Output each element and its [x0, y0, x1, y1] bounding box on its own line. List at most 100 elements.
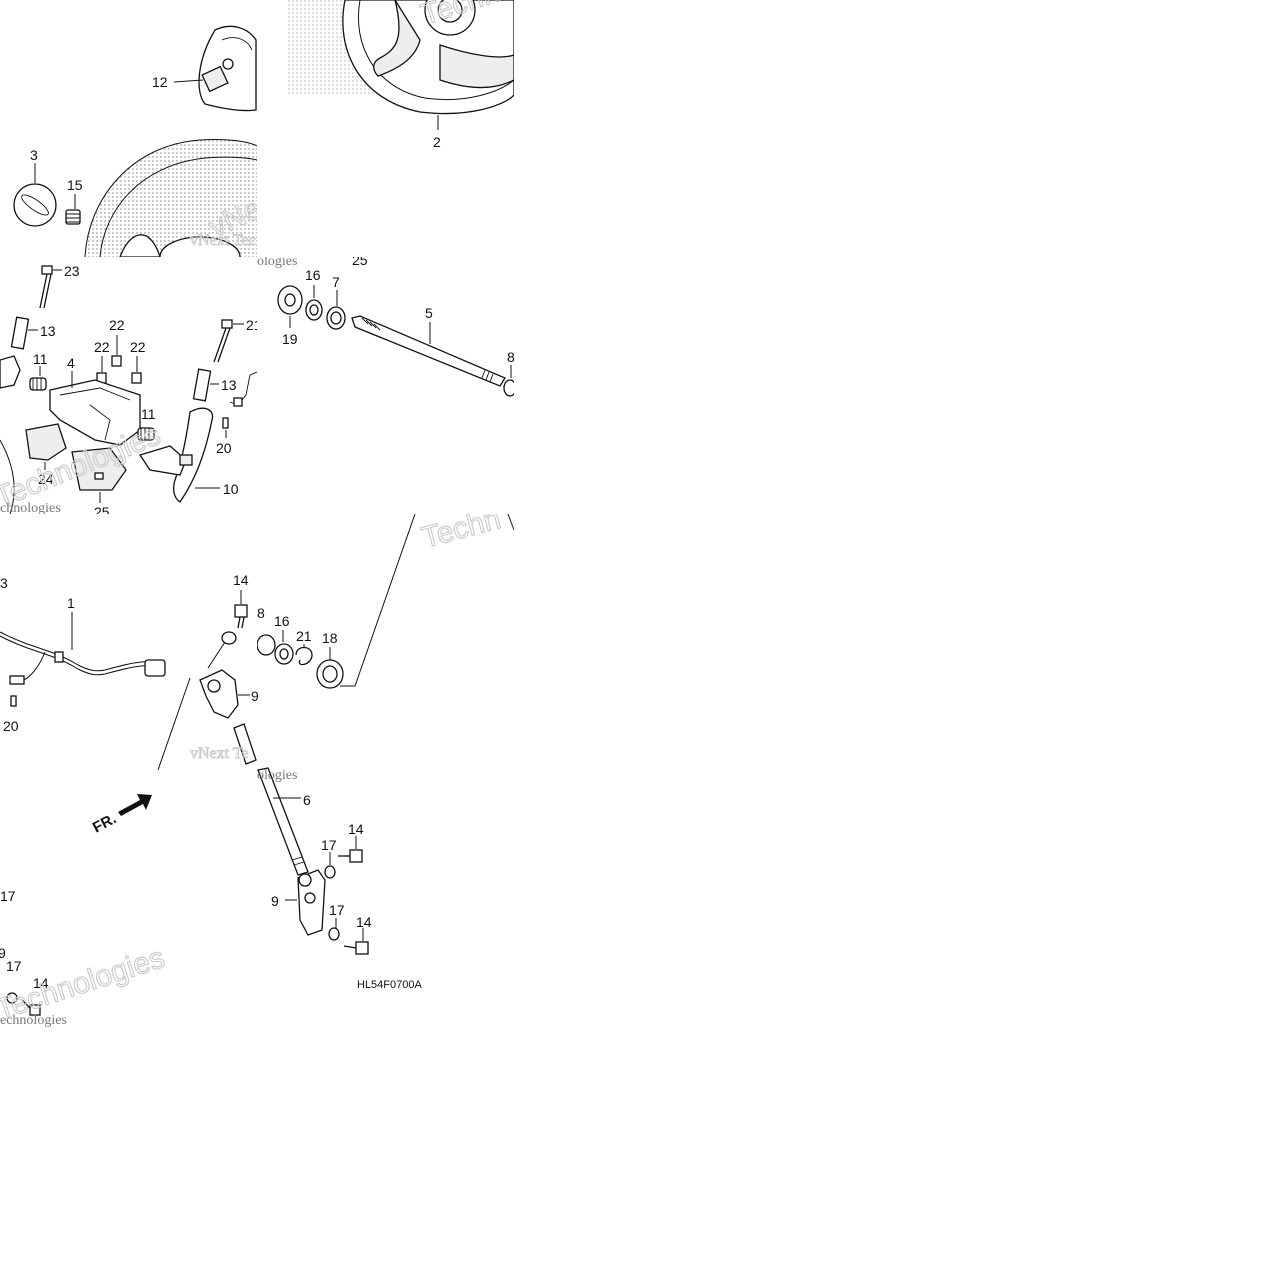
screw-part-20-top	[222, 417, 229, 429]
collar-part-13-left	[10, 316, 30, 350]
callout-7: 7	[332, 274, 340, 290]
callout-12: 12	[152, 74, 168, 90]
callout-20-bottom: 20	[3, 718, 19, 734]
callout-22-left: 22	[94, 339, 110, 355]
callout-22-top: 22	[109, 317, 125, 333]
callout-16-bottom: 16	[274, 613, 290, 629]
callout-10: 10	[223, 481, 239, 497]
universal-joint-part-9-top	[199, 669, 239, 719]
watermark-vnext-tec: vNext Tec	[190, 232, 256, 249]
callout-16-top: 16	[305, 267, 321, 283]
callout-9-left: 9	[0, 945, 6, 961]
watermark-vnext-te: vNext Te	[190, 745, 249, 762]
callout-22-right: 22	[130, 339, 146, 355]
callout-14-right: 14	[348, 821, 364, 837]
callout-15: 15	[67, 177, 83, 193]
callout-4: 4	[67, 355, 75, 371]
spring-part-11-left	[29, 377, 47, 391]
tile-lower-shaft: Techn 8 16 21 18 6 ologies	[257, 502, 514, 991]
lower-shaft-part-6	[257, 767, 309, 876]
bushing-part-8-bottom	[257, 634, 276, 656]
bearing-part-7	[326, 306, 346, 330]
callout-11-right: 11	[141, 406, 156, 422]
watermark-echnologies-bottom: echnologies	[0, 1013, 67, 1028]
wire-harness-part-1	[0, 631, 166, 685]
callout-20-top: 20	[216, 440, 232, 456]
shaft-spline-top	[233, 723, 257, 765]
universal-joint-part-9	[297, 869, 326, 936]
horn-pad-cover-part-12	[198, 25, 257, 112]
tile-column-cover: 23 13 22 22 22 11 4	[0, 263, 262, 520]
bearing-part-18	[316, 659, 344, 689]
bolt-part-14-top	[234, 604, 248, 629]
callout-8-top: 8	[507, 349, 515, 365]
tile-wire-harness: 3 1 20 FR. 17 9 17 14 Technologies ec	[0, 575, 169, 1028]
callout-19: 19	[282, 331, 298, 347]
tile-steering-wheel-right: 2 Techn	[288, 0, 514, 150]
screw-part-20-bottom	[10, 695, 17, 707]
callout-18: 18	[322, 630, 338, 646]
callout-17-upper: 17	[321, 837, 337, 853]
seal-part-16-bottom	[274, 643, 294, 665]
callout-3-top: 3	[30, 147, 38, 163]
callout-24: 24	[38, 471, 54, 487]
upper-joint-assembly: 14 9 vNext Te	[157, 572, 259, 771]
bolt-part-23	[39, 265, 53, 309]
washer-part-17-upper	[324, 865, 336, 879]
direction-label-fr: FR.	[90, 810, 119, 836]
tile-steering-shaft: ologies 25 19 16 7 5 8	[257, 252, 515, 397]
bolt-part-21	[213, 319, 233, 363]
switch-bracket-left	[0, 355, 21, 389]
callout-9-right: 9	[271, 893, 279, 909]
callout-11-left: 11	[33, 351, 48, 367]
trim-cover-part-24	[25, 423, 67, 461]
callout-5: 5	[425, 305, 433, 321]
callout-21-top: 21	[246, 317, 262, 333]
watermark-techn-right: Techn	[418, 502, 504, 555]
nut-part-15	[65, 209, 81, 225]
steering-shaft-part-5	[351, 315, 506, 387]
washer-part-17-lower	[328, 927, 340, 941]
diagram-code: HL54F0700A	[357, 979, 422, 991]
callout-13-right: 13	[221, 377, 237, 393]
column-cover-part-4	[49, 379, 141, 446]
tile-steering-wheel-left: 12 3 15 vNext Tec vNext	[13, 25, 257, 257]
bolts-part-22	[96, 355, 142, 384]
washer-part-19	[277, 285, 303, 315]
callout-8-bottom: 8	[257, 605, 265, 621]
callout-25-top: 25	[352, 252, 368, 268]
circlip-part-21	[295, 646, 313, 666]
bolt-part-14-lower	[343, 941, 369, 955]
callout-14-lower: 14	[356, 914, 372, 930]
callout-1: 1	[67, 595, 75, 611]
callout-6: 6	[303, 792, 311, 808]
callout-14-top: 14	[233, 572, 249, 588]
steering-wheel-part-2	[342, 0, 514, 115]
callout-3-bottom: 3	[0, 575, 8, 591]
callout-17-lower: 17	[329, 902, 345, 918]
callout-23: 23	[64, 263, 80, 279]
washer-part-17-top	[221, 631, 237, 645]
collar-part-13-right	[192, 368, 212, 402]
emblem-part-3	[13, 183, 57, 227]
watermark-ologies-mid: ologies	[257, 254, 297, 269]
bolt-parts-lower-left	[6, 992, 41, 1016]
callout-17-left: 17	[0, 888, 16, 904]
callout-25-bottom: 25	[94, 504, 110, 520]
callout-2: 2	[433, 134, 441, 150]
trim-cover-part-25	[71, 447, 127, 491]
spring-part-11-right	[137, 427, 155, 441]
bolt-part-14-right	[338, 849, 363, 863]
callout-17-lower-left: 17	[6, 958, 22, 974]
direction-arrow: FR.	[90, 794, 152, 837]
callout-21-bottom: 21	[296, 628, 312, 644]
steering-wheel-rim-left	[84, 139, 257, 257]
clip-part-8-top	[503, 379, 514, 397]
switch-wire-right	[229, 371, 257, 407]
callout-9-top: 9	[251, 688, 259, 704]
seal-part-16-top	[305, 299, 323, 321]
watermark-chnologies-mid: chnologies	[0, 501, 61, 516]
switch-lever-part-10	[138, 407, 214, 503]
watermark-ologies-bottom: ologies	[257, 768, 297, 783]
